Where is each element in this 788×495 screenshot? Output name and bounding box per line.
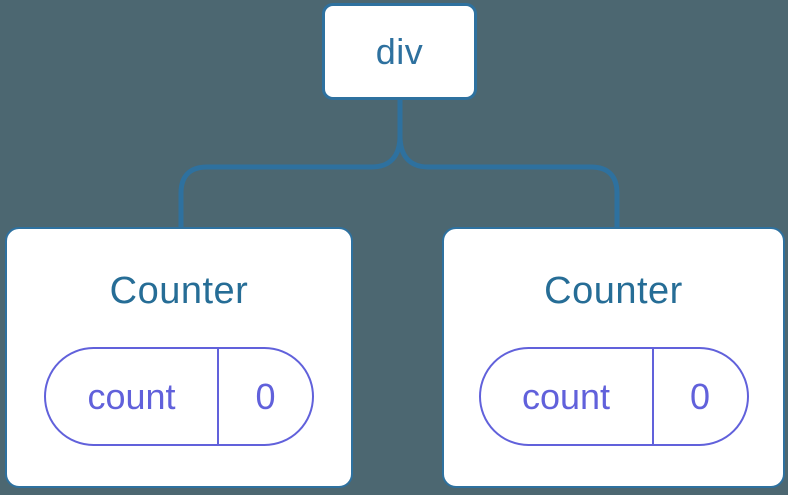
- state-pill: count 0: [478, 347, 749, 446]
- state-value-segment: 0: [219, 349, 312, 444]
- counter-title: Counter: [544, 270, 683, 312]
- state-name-segment: count: [46, 349, 219, 444]
- state-value: 0: [689, 375, 711, 417]
- connector-root-to-right: [397, 97, 620, 229]
- counter-node-left: Counter count 0: [5, 227, 353, 488]
- state-value: 0: [255, 375, 276, 417]
- state-pill: count 0: [44, 347, 314, 446]
- state-value-segment: 0: [654, 349, 747, 444]
- root-node-label: div: [375, 30, 424, 72]
- state-name: count: [87, 375, 176, 417]
- counter-title: Counter: [109, 270, 249, 312]
- state-name: count: [521, 375, 611, 417]
- connector-root-to-left: [178, 97, 403, 229]
- counter-node-right: Counter count 0: [442, 227, 785, 488]
- state-name-segment: count: [481, 349, 654, 444]
- root-node-div: div: [322, 3, 477, 100]
